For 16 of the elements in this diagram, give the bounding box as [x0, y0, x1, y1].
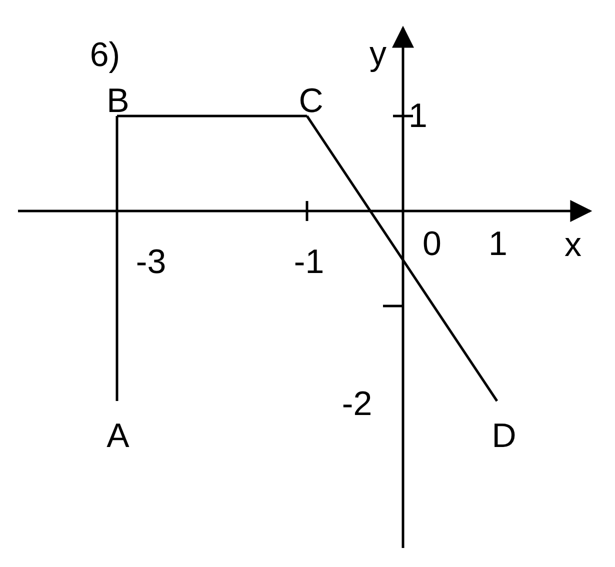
- axis-label: y: [370, 37, 386, 71]
- tick-label: -3: [136, 245, 166, 279]
- point-label: A: [101, 401, 135, 453]
- tick-label: -2: [342, 387, 372, 421]
- point-label: B: [101, 84, 135, 116]
- tick-label: 0: [422, 227, 442, 261]
- line-segment: [117, 114, 307, 118]
- line-segment: [116, 116, 118, 401]
- point-label: C: [294, 84, 328, 116]
- axis-label: x: [564, 228, 582, 262]
- line-segment: [306, 115, 498, 402]
- tick-label: -1: [294, 245, 324, 279]
- tick-label: 1: [408, 99, 428, 133]
- tick-label: 1: [488, 227, 508, 261]
- problem-number: 6): [90, 38, 120, 72]
- point-label: D: [485, 401, 523, 453]
